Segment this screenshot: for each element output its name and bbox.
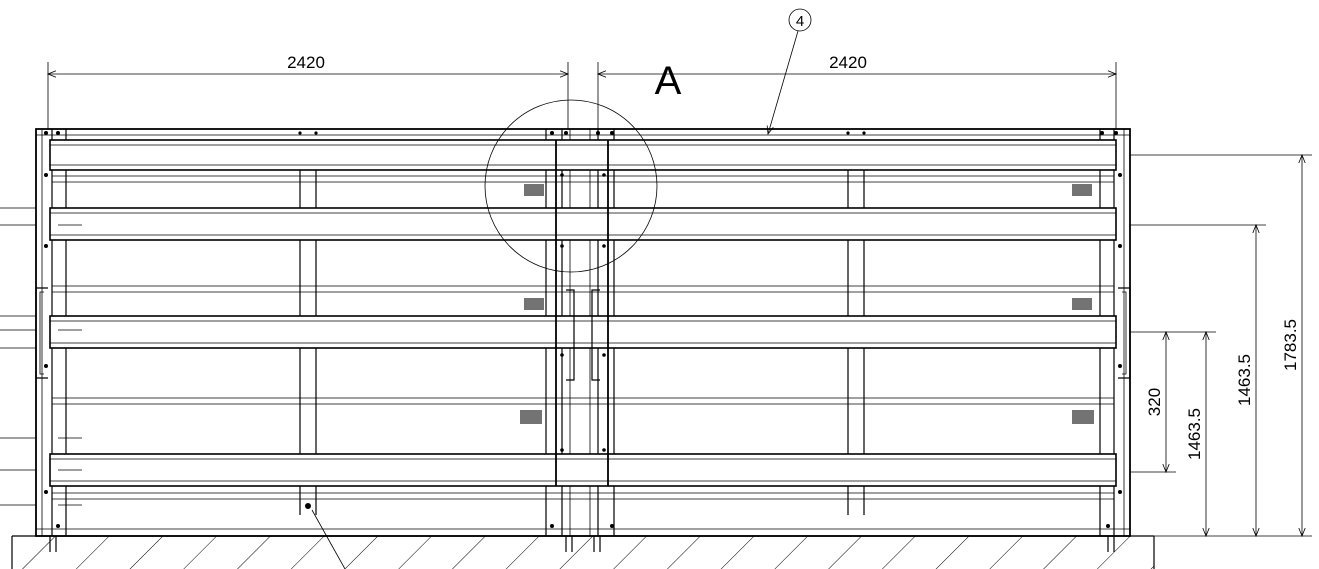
detail-circle — [484, 99, 658, 273]
dimension-height-1783: 1783.5 — [1281, 319, 1300, 371]
side-brackets — [35, 287, 1131, 381]
ground-foundation — [11, 535, 1155, 569]
anchor-legs — [49, 536, 1115, 552]
callout-balloon — [766, 8, 812, 136]
dimension-width-right: 2420 — [829, 53, 867, 72]
top-dimension-lines — [46, 62, 1118, 129]
callout-number: 4 — [796, 13, 804, 30]
bolt-dots — [44, 131, 1122, 528]
detail-label: A — [655, 59, 682, 103]
dimension-height-1463-inner: 1463.5 — [1185, 408, 1204, 460]
dimension-height-1463-outer: 1463.5 — [1235, 354, 1254, 406]
bottom-leader-line — [311, 509, 346, 569]
right-dimension-lines — [1130, 153, 1312, 538]
dimension-width-left: 2420 — [287, 53, 325, 72]
left-extension-lines — [0, 207, 82, 506]
thin-rails — [52, 175, 1114, 500]
horizontal-beams — [49, 139, 1117, 487]
dimension-height-320: 320 — [1145, 388, 1164, 416]
beam-markings — [520, 184, 1094, 424]
